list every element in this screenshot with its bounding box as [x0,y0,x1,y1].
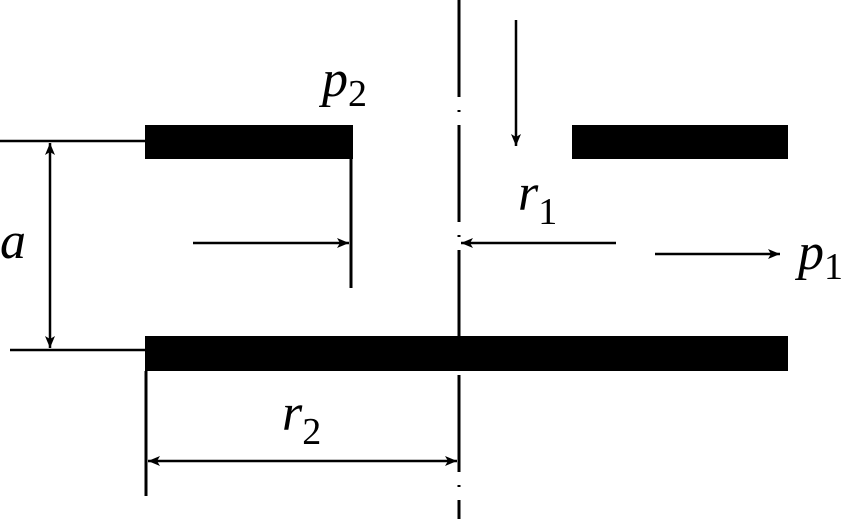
label-p1-sub: 1 [824,246,843,288]
label-p2: p2 [318,51,367,115]
label-r1: r1 [518,165,557,233]
label-r1-base: r [518,165,539,222]
label-r2: r2 [282,385,321,453]
upper-right-plate [572,125,788,159]
upper-left-plate [145,125,353,159]
label-r2-sub: 2 [302,411,321,453]
label-p2-base: p [318,51,348,108]
label-p1-base: p [794,224,824,281]
label-a: a [0,213,26,270]
label-p2-sub: 2 [348,73,367,115]
lower-plate [145,336,788,371]
label-r1-sub: 1 [538,191,557,233]
label-r2-base: r [282,385,303,442]
label-p1: p1 [794,224,843,288]
